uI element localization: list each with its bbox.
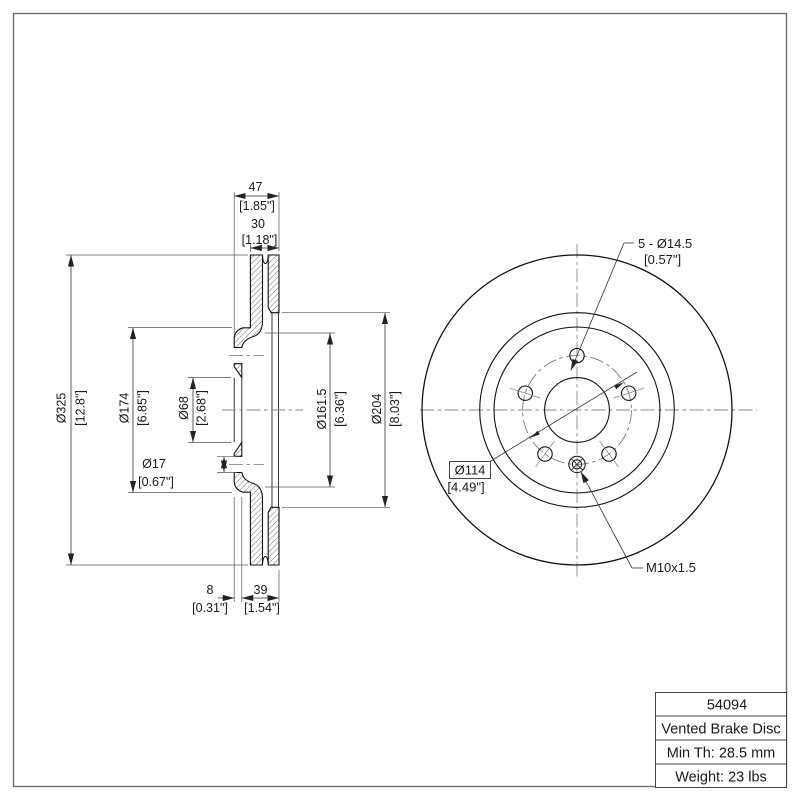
dim-overall-width: 47 [1.85"] xyxy=(234,180,279,213)
dim-disc-thickness-inch: [1.18"] xyxy=(242,233,278,247)
lug-hole-lower-right xyxy=(601,446,617,462)
dim-hat-depth: 39 [1.54"] xyxy=(241,583,280,615)
dim-hat-diameter: Ø174 [6.85"] xyxy=(118,327,150,493)
callout-set-screw-thread: M10x1.5 xyxy=(646,560,696,575)
section-inboard-plate-top xyxy=(233,254,264,349)
dim-hat-wall-thickness-mm: 8 xyxy=(207,583,214,597)
section-view: Ø325 [12.8"] Ø174 [6.85"] Ø68 [2.68"] Ø1… xyxy=(55,180,403,615)
dim-hat-wall-thickness: 8 [0.31"] xyxy=(192,583,235,615)
dim-overall-width-inch: [1.85"] xyxy=(239,199,275,213)
callout-lug-holes-inch: [0.57"] xyxy=(644,252,681,267)
front-view: 5 - Ø14.5 [0.57"] Ø114 [4.49"] M10x1.5 xyxy=(420,236,757,577)
outer-diameter-circle xyxy=(421,254,733,566)
dim-hat-hole-diameter-inch: [0.67"] xyxy=(138,475,174,489)
center-bore-circle xyxy=(544,377,610,443)
dim-hat-hole-diameter-mm: Ø17 xyxy=(142,457,166,471)
dim-bore-diameter-inch: [2.68"] xyxy=(195,390,209,426)
dim-bore-diameter: Ø68 [2.68"] xyxy=(177,377,209,443)
dim-hat-diameter-mm: Ø174 xyxy=(118,393,132,424)
bolt-circle-dim-box xyxy=(449,461,491,479)
dim-hat-wall-thickness-inch: [0.31"] xyxy=(192,601,228,615)
vent-notch-bottom xyxy=(262,555,269,565)
title-block: 54094 Vented Brake Disc Min Th: 28.5 mm … xyxy=(655,692,787,788)
callout-lug-holes-mm: 5 - Ø14.5 xyxy=(638,236,692,251)
dim-hat-depth-mm: 39 xyxy=(254,583,268,597)
dim-hat-diameter-inch: [6.85"] xyxy=(136,390,150,426)
set-screw-hole xyxy=(568,455,586,474)
section-outboard-plate-bottom xyxy=(267,506,280,566)
callout-set-screw: M10x1.5 xyxy=(580,471,696,575)
title-block-row-description xyxy=(655,715,787,741)
dim-overall-width-mm: 47 xyxy=(249,180,263,194)
dim-hat-hole-diameter: Ø17 [0.67"] xyxy=(138,456,228,489)
part-description: Vented Brake Disc xyxy=(661,722,780,738)
dim-step-diameter: Ø204 [8.03"] xyxy=(370,312,402,508)
dim-outer-diameter-inch: [12.8"] xyxy=(74,390,88,426)
section-outboard-plate-top xyxy=(267,254,280,314)
section-inboard-plate-bottom xyxy=(233,471,264,566)
title-block-row-min-thickness xyxy=(655,739,787,765)
callout-lug-holes: 5 - Ø14.5 [0.57"] xyxy=(570,236,692,371)
step-diameter-circle xyxy=(479,312,675,508)
dim-step-diameter-inch: [8.03"] xyxy=(388,391,402,427)
dim-step-diameter-mm: Ø204 xyxy=(370,394,384,425)
lug-hole-lower-left xyxy=(537,446,553,462)
callout-bolt-circle: Ø114 [4.49"] xyxy=(447,371,638,495)
dim-bore-diameter-mm: Ø68 xyxy=(177,396,191,420)
dim-inner-braking-diameter: Ø161.5 [6.36"] xyxy=(315,333,347,487)
dim-outer-diameter-mm: Ø325 xyxy=(55,393,69,424)
title-block-row-weight xyxy=(655,763,787,788)
lug-hole-upper-left xyxy=(517,385,534,401)
dim-inner-braking-diameter-inch: [6.36"] xyxy=(333,391,347,427)
hat-diameter-circle xyxy=(493,326,661,494)
callout-bolt-circle-mm: Ø114 xyxy=(455,463,486,478)
dim-outer-diameter: Ø325 [12.8"] xyxy=(55,255,88,565)
vent-notch-top xyxy=(262,255,269,265)
min-thickness: Min Th: 28.5 mm xyxy=(667,746,776,762)
callout-bolt-circle-inch: [4.49"] xyxy=(447,480,484,495)
page-border xyxy=(12,12,788,788)
lug-hole-upper-right xyxy=(620,385,637,401)
dim-hat-depth-inch: [1.54"] xyxy=(244,601,280,615)
part-weight: Weight: 23 lbs xyxy=(675,770,767,786)
lug-hole-ticks xyxy=(509,387,645,468)
dim-disc-thickness-mm: 30 xyxy=(251,217,265,231)
dim-disc-thickness: 30 [1.18"] xyxy=(242,217,279,252)
part-number: 54094 xyxy=(707,698,747,714)
dim-inner-braking-diameter-mm: Ø161.5 xyxy=(315,388,329,429)
